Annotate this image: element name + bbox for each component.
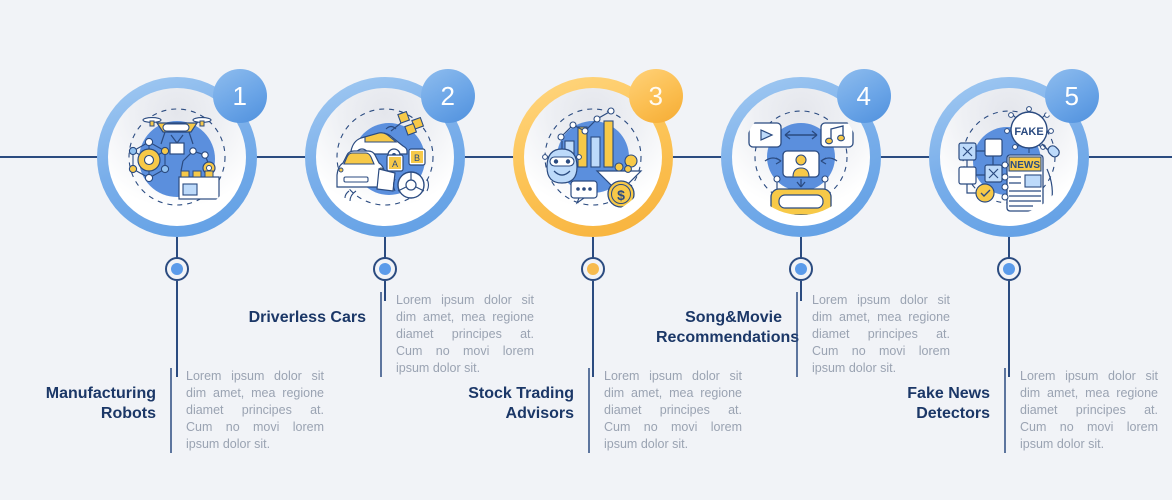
step-caption-5: Fake News Detectors Lorem ipsum dolor si…	[864, 368, 1158, 453]
step-stem-lower-2	[384, 281, 386, 301]
step-badge-1: 1	[213, 69, 267, 123]
step-stem-1	[176, 237, 178, 267]
step-divider-3	[588, 368, 590, 453]
step-node-3[interactable]: $ 3	[513, 69, 683, 237]
step-title-2: Driverless Cars	[248, 309, 366, 326]
step-dot-3[interactable]	[581, 257, 605, 281]
step-node-1[interactable]: 1	[97, 69, 267, 237]
step-title-4: Song&Movie Recommendations	[656, 309, 800, 346]
step-dot-2[interactable]	[373, 257, 397, 281]
svg-text:B: B	[414, 153, 420, 163]
step-node-5[interactable]: FAKE NEWS	[929, 69, 1099, 237]
step-dot-5[interactable]	[997, 257, 1021, 281]
step-title-5: Fake News Detectors	[907, 385, 990, 422]
song-movie-recommendation-illustration	[743, 99, 859, 215]
fake-news-detector-illustration: FAKE NEWS	[951, 99, 1067, 215]
step-stem-2	[384, 237, 386, 267]
step-caption-1: Manufacturing Robots Lorem ipsum dolor s…	[30, 368, 324, 453]
step-node-4[interactable]: 4	[721, 69, 891, 237]
step-divider-4	[796, 292, 798, 377]
step-dot-1[interactable]	[165, 257, 189, 281]
step-caption-4: Song&Movie Recommendations Lorem ipsum d…	[656, 292, 950, 377]
step-badge-3: 3	[629, 69, 683, 123]
step-stem-3	[592, 237, 594, 267]
step-stem-5	[1008, 237, 1010, 267]
step-stem-lower-1	[176, 281, 178, 377]
step-divider-5	[1004, 368, 1006, 453]
step-stem-lower-5	[1008, 281, 1010, 377]
step-title-1: Manufacturing Robots	[45, 385, 156, 422]
step-description-2: Lorem ipsum dolor sit dim amet, mea regi…	[396, 293, 534, 375]
svg-text:NEWS: NEWS	[1010, 160, 1040, 171]
step-description-3: Lorem ipsum dolor sit dim amet, mea regi…	[604, 369, 742, 451]
step-badge-2: 2	[421, 69, 475, 123]
step-stem-4	[800, 237, 802, 267]
stock-trading-illustration: $	[535, 99, 651, 215]
step-description-5: Lorem ipsum dolor sit dim amet, mea regi…	[1020, 369, 1158, 451]
svg-text:FAKE: FAKE	[1014, 126, 1043, 138]
step-title-3: Stock Trading Advisors	[468, 385, 574, 422]
step-dot-4[interactable]	[789, 257, 813, 281]
step-node-2[interactable]: A B 2	[305, 69, 475, 237]
manufacturing-robots-illustration	[119, 99, 235, 215]
step-description-4: Lorem ipsum dolor sit dim amet, mea regi…	[812, 293, 950, 375]
step-badge-4: 4	[837, 69, 891, 123]
step-stem-lower-3	[592, 281, 594, 377]
step-divider-2	[380, 292, 382, 377]
step-description-1: Lorem ipsum dolor sit dim amet, mea regi…	[186, 369, 324, 451]
driverless-cars-illustration: A B	[327, 99, 443, 215]
step-caption-2: Driverless Cars Lorem ipsum dolor sit di…	[240, 292, 534, 377]
step-stem-lower-4	[800, 281, 802, 301]
step-badge-5: 5	[1045, 69, 1099, 123]
step-divider-1	[170, 368, 172, 453]
step-caption-3: Stock Trading Advisors Lorem ipsum dolor…	[448, 368, 742, 453]
svg-text:A: A	[392, 159, 398, 169]
svg-text:$: $	[617, 187, 625, 203]
